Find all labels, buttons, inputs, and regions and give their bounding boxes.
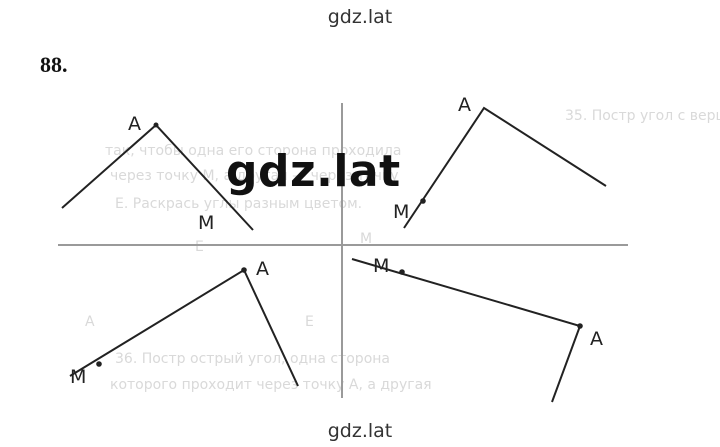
- angle-3: A M: [69, 258, 299, 388]
- watermark-top: gdz.lat: [327, 6, 393, 28]
- angle-4-a-label: A: [590, 328, 603, 350]
- angle-2-point-label: M: [393, 201, 409, 223]
- angle-1-vertex-label: A: [128, 113, 141, 135]
- angle-3-point-m: [96, 361, 102, 367]
- svg-text:которого проходит через точку: которого проходит через точку А, а друга…: [110, 377, 432, 393]
- angle-1: A M: [61, 113, 254, 234]
- svg-text:A: A: [85, 314, 95, 330]
- svg-text:M: M: [360, 231, 372, 247]
- angle-1-vertex-point: [153, 122, 159, 128]
- problem-number: 88.: [40, 52, 68, 77]
- angle-2-point-m: [420, 198, 426, 204]
- svg-text:E: E: [305, 314, 314, 330]
- angle-3-point-label: M: [70, 366, 86, 388]
- angle-3-vertex-label: A: [256, 258, 269, 280]
- svg-text:так, чтобы одна его сторона пр: так, чтобы одна его сторона проходила: [105, 143, 401, 159]
- watermark-center: gdz.lat: [226, 146, 401, 197]
- angle-2-vertex-label: A: [458, 94, 471, 116]
- svg-text:E: E: [195, 239, 204, 255]
- ghost-background-text: 35. Постр угол с вершиной в точке А так,…: [85, 108, 720, 393]
- svg-text:35. Постр угол с вершиной в то: 35. Постр угол с вершиной в точке А: [565, 108, 720, 124]
- angle-4-m-label: M: [373, 255, 389, 277]
- svg-text:Е. Раскрась углы разным цветом: Е. Раскрась углы разным цветом.: [115, 196, 362, 212]
- angle-3-vertex-point: [241, 267, 247, 273]
- angle-1-point-label: M: [198, 212, 214, 234]
- svg-text:36. Постр острый угол, одна ст: 36. Постр острый угол, одна сторона: [115, 351, 390, 367]
- angle-4: M A: [351, 255, 603, 403]
- watermark-bottom: gdz.lat: [327, 420, 393, 442]
- angle-2: A M: [393, 94, 607, 229]
- angle-3-sides: [69, 268, 299, 387]
- angle-4-point-a: [577, 323, 583, 329]
- angle-4-point-m: [399, 269, 405, 275]
- quadrant-axes: [58, 103, 628, 398]
- angle-2-sides: [403, 106, 607, 229]
- svg-text:через точку М, а другая — чере: через точку М, а другая — через точку: [110, 168, 399, 184]
